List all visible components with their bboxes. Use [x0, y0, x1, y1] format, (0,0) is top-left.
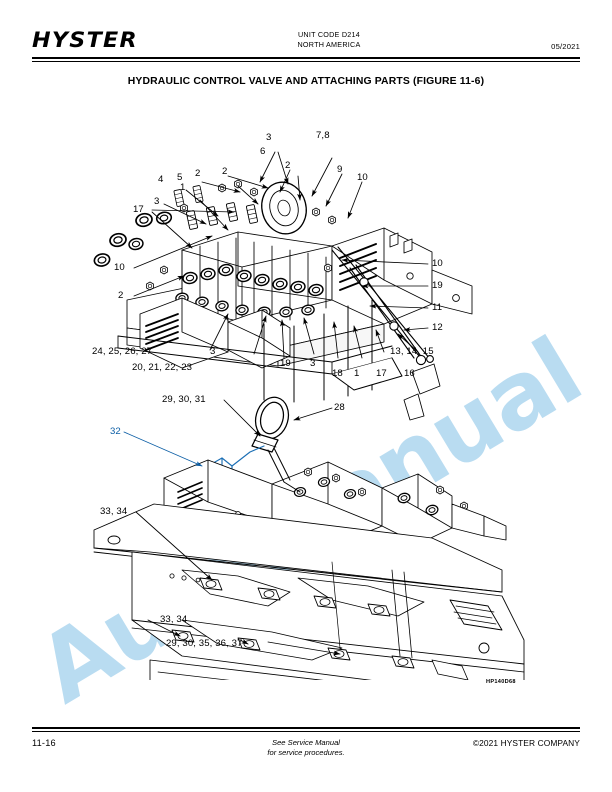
- callout-3-left: 3: [154, 196, 160, 207]
- page-number: 11-16: [32, 738, 56, 748]
- figure-hydraulic-control-valve: AutoManual: [20, 100, 598, 724]
- callout-4: 4: [158, 174, 164, 185]
- copyright-notice: ©2021 HYSTER COMPANY: [472, 738, 580, 748]
- page-header: HYSTER UNIT CODE D214 NORTH AMERICA 05/2…: [32, 28, 580, 62]
- callout-33-34-lower: 33, 34: [160, 614, 188, 625]
- callout-33-34-upper: 33, 34: [100, 506, 128, 517]
- unit-code-text: UNIT CODE D214: [297, 30, 361, 39]
- callout-9: 9: [337, 164, 343, 175]
- callout-12: 12: [432, 322, 443, 333]
- hyster-logo: HYSTER: [32, 28, 138, 52]
- callout-10-right: 10: [432, 258, 443, 269]
- callout-17-bottom: 17: [376, 368, 387, 379]
- callout-13-14-15: 13, 14, 15: [390, 346, 434, 357]
- page-title: HYDRAULIC CONTROL VALVE AND ATTACHING PA…: [127, 76, 485, 87]
- callout-10-left: 10: [114, 262, 125, 273]
- technical-drawing: [92, 151, 525, 680]
- callout-2-lower-left: 2: [118, 290, 124, 301]
- callout-11: 11: [432, 302, 443, 313]
- callout-1-bottom: 1: [354, 368, 360, 379]
- callout-19-right: 19: [432, 280, 443, 291]
- callout-1-left: 1: [180, 182, 186, 193]
- callout-29-30-35-36-37: 29, 30, 35, 36, 37: [166, 638, 243, 649]
- header-date: 05/2021: [551, 42, 580, 51]
- footer-note-line1: See Service Manual: [272, 738, 340, 747]
- footer-divider: [32, 727, 580, 729]
- callout-28: 28: [334, 402, 345, 413]
- callout-19-mid: 19: [280, 358, 291, 369]
- callout-10-upper: 10: [357, 172, 368, 183]
- figure-code: HP140D68: [486, 679, 516, 685]
- footer-note-line2: for service procedures.: [267, 748, 345, 758]
- footer-divider-thin: [32, 731, 580, 732]
- callout-17-left: 17: [133, 204, 144, 215]
- callout-3-top: 3: [266, 132, 272, 143]
- callout-29-30-31: 29, 30, 31: [162, 394, 206, 405]
- callout-24-25-26-27: 24, 25, 26, 27: [92, 346, 153, 357]
- callout-3-mid: 3: [210, 346, 216, 357]
- unit-code-block: UNIT CODE D214 NORTH AMERICA: [254, 30, 404, 50]
- callout-2-upper-right: 2: [222, 166, 228, 177]
- callout-7-8: 7,8: [316, 130, 330, 141]
- footer-note: See Service Manual for service procedure…: [0, 738, 612, 759]
- region-text: NORTH AMERICA: [297, 40, 361, 50]
- callout-32: 32: [110, 426, 121, 437]
- header-divider: [32, 57, 580, 59]
- header-divider-thin: [32, 61, 580, 62]
- callout-6: 6: [260, 146, 266, 157]
- callout-2-left: 2: [195, 168, 201, 179]
- callout-2-upper-mid: 2: [285, 160, 291, 171]
- callout-16: 16: [404, 368, 415, 379]
- callout-20-21-22-23: 20, 21, 22, 23: [132, 362, 193, 373]
- callout-18: 18: [332, 368, 343, 379]
- callout-3-mid2: 3: [310, 358, 316, 369]
- callout-5: 5: [177, 172, 183, 183]
